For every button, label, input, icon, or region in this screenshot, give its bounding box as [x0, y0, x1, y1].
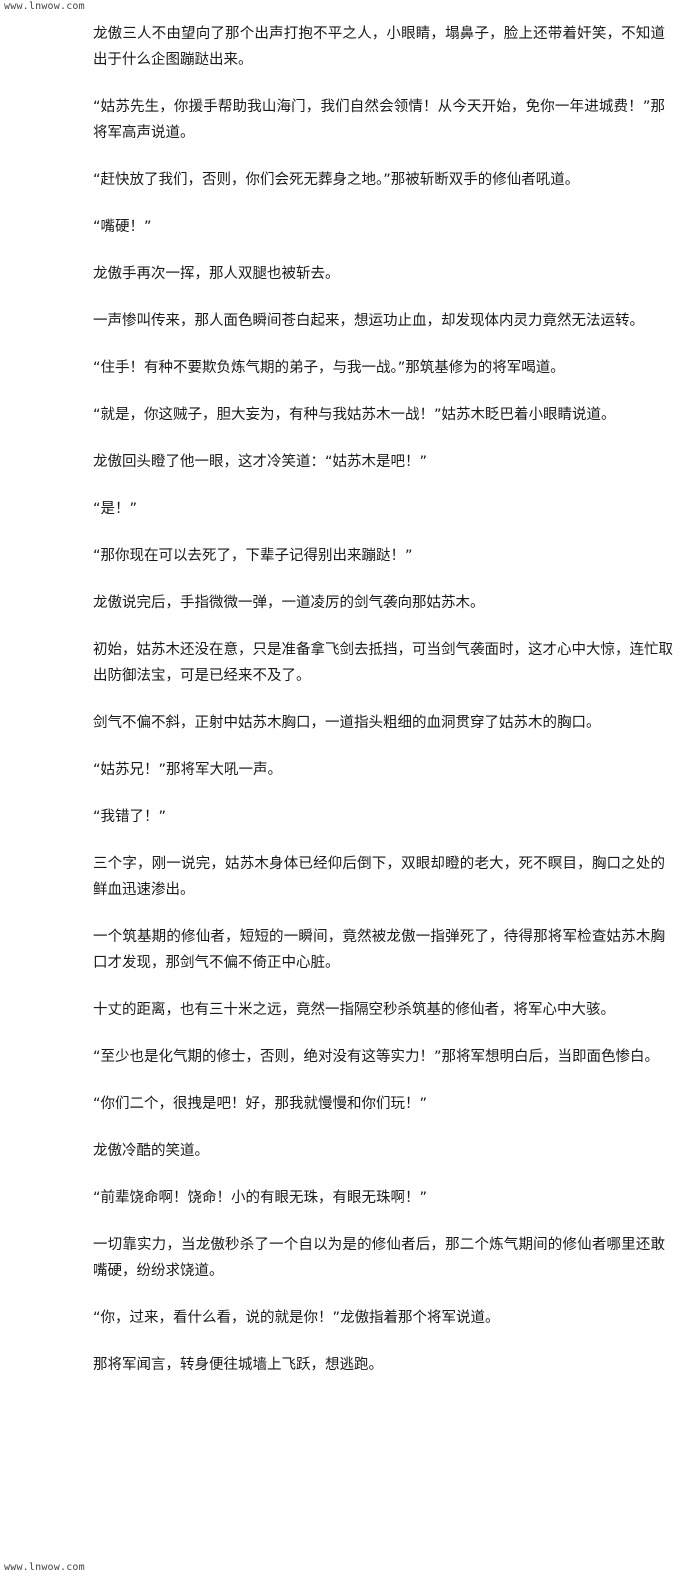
paragraph: 龙傲回头瞪了他一眼，这才冷笑道：“姑苏木是吧！” [93, 454, 428, 470]
paragraph: 十丈的距离，也有三十米之远，竟然一指隔空秒杀筑基的修仙者，将军心中大骇。 [93, 1002, 615, 1018]
watermark-bottom: www.lnwow.com [4, 1562, 85, 1573]
paragraph: 龙傲手再次一挥，那人双腿也被斩去。 [93, 266, 340, 282]
paragraph: 一个筑基期的修仙者，短短的一瞬间，竟然被龙傲一指弹死了，待得那将军检查姑苏木胸口… [93, 929, 665, 971]
paragraph: 一切靠实力，当龙傲秒杀了一个自以为是的修仙者后，那二个炼气期间的修仙者哪里还敢嘴… [93, 1237, 665, 1279]
paragraph: 龙傲说完后，手指微微一弹，一道凌厉的剑气袭向那姑苏木。 [93, 595, 485, 611]
paragraph: “姑苏先生，你援手帮助我山海门，我们自然会领情！从今天开始，免你一年进城费！”那… [93, 99, 665, 141]
paragraph: “你，过来，看什么看，说的就是你！”龙傲指着那个将军说道。 [93, 1310, 500, 1326]
paragraph: “赶快放了我们，否则，你们会死无葬身之地。”那被斩断双手的修仙者吼道。 [93, 172, 580, 188]
paragraph: “住手！有种不要欺负炼气期的弟子，与我一战。”那筑基修为的将军喝道。 [93, 360, 565, 376]
paragraph: 龙傲三人不由望向了那个出声打抱不平之人，小眼睛，塌鼻子，脸上还带着奸笑，不知道出… [93, 26, 665, 68]
watermark-top: www.lnwow.com [4, 1, 85, 12]
paragraph: 龙傲冷酷的笑道。 [93, 1143, 209, 1159]
paragraph: “是！” [93, 501, 138, 517]
paragraph: “嘴硬！” [93, 219, 152, 235]
paragraph: 三个字，刚一说完，姑苏木身体已经仰后倒下，双眼却瞪的老大，死不瞑目，胸口之处的鲜… [93, 856, 665, 898]
paragraph: “那你现在可以去死了，下辈子记得别出来蹦跶！” [93, 548, 413, 564]
paragraph: 一声惨叫传来，那人面色瞬间苍白起来，想运功止血，却发现体内灵力竟然无法运转。 [93, 313, 644, 329]
paragraph: “前辈饶命啊！饶命！小的有眼无珠，有眼无珠啊！” [93, 1190, 428, 1206]
paragraph: 剑气不偏不斜，正射中姑苏木胸口，一道指头粗细的血洞贯穿了姑苏木的胸口。 [93, 715, 601, 731]
paragraph: “就是，你这贼子，胆大妄为，有种与我姑苏木一战！”姑苏木眨巴着小眼睛说道。 [93, 407, 616, 423]
paragraph: 初始，姑苏木还没在意，只是准备拿飞剑去抵挡，可当剑气袭面时，这才心中大惊，连忙取… [93, 642, 673, 684]
paragraph: “你们二个，很拽是吧！好，那我就慢慢和你们玩！” [93, 1096, 428, 1112]
paragraph: 那将军闻言，转身便往城墙上飞跃，想逃跑。 [93, 1357, 383, 1373]
paragraph: “我错了！” [93, 809, 167, 825]
paragraph: “至少也是化气期的修士，否则，绝对没有这等实力！”那将军想明白后，当即面色惨白。 [93, 1049, 660, 1065]
paragraph: “姑苏兄！”那将军大吼一声。 [93, 762, 283, 778]
article-body: 龙傲三人不由望向了那个出声打抱不平之人，小眼睛，塌鼻子，脸上还带着奸笑，不知道出… [93, 21, 673, 1399]
